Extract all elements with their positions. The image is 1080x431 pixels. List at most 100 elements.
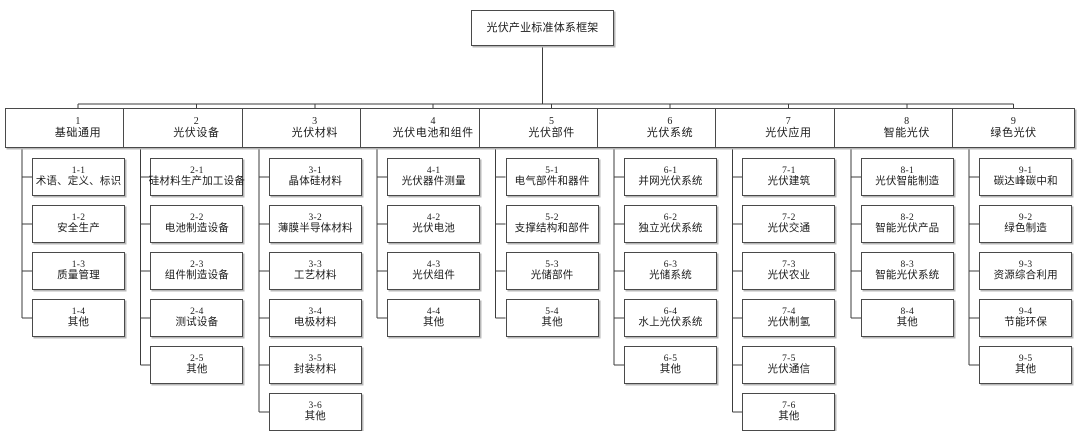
column-8-node-label: 智能光伏 bbox=[883, 127, 930, 140]
item-2-3-node-code: 2-3 bbox=[190, 259, 204, 270]
item-7-2-node-code: 7-2 bbox=[782, 212, 796, 223]
item-5-4-node-label: 其他 bbox=[541, 317, 563, 329]
item-9-4-node-label: 节能环保 bbox=[1004, 317, 1048, 329]
item-6-4-node-label: 水上光伏系统 bbox=[638, 317, 703, 329]
item-4-4-node-code: 4-4 bbox=[426, 306, 441, 317]
item-9-2-node-code: 9-2 bbox=[1018, 212, 1033, 223]
column-1-node-code: 1 bbox=[75, 115, 81, 127]
item-1-4-node-label: 其他 bbox=[67, 317, 90, 329]
column-1-node-label: 基础通用 bbox=[54, 127, 102, 140]
item-3-1-node-code: 3-1 bbox=[308, 165, 323, 176]
item-8-2-node-code: 8-2 bbox=[900, 212, 915, 223]
item-8-1-node-label: 光伏智能制造 bbox=[875, 176, 940, 188]
item-7-3-node-label: 光伏农业 bbox=[767, 270, 811, 282]
item-7-1-node-code: 7-1 bbox=[782, 165, 796, 176]
item-1-2-node-label: 安全生产 bbox=[57, 223, 100, 235]
item-6-3-node-label: 光储系统 bbox=[649, 270, 692, 282]
item-7-4-node-label: 光伏制氢 bbox=[767, 317, 811, 329]
column-4-node-code: 4 bbox=[430, 115, 436, 127]
item-7-1-node-label: 光伏建筑 bbox=[767, 176, 811, 188]
item-9-2-node-label: 绿色制造 bbox=[1004, 223, 1048, 235]
item-1-3-node-label: 质量管理 bbox=[57, 270, 100, 282]
item-2-1-node-label: 硅材料生产加工设备 bbox=[148, 176, 246, 188]
column-8-node-code: 8 bbox=[904, 115, 910, 127]
item-3-3-node-label: 工艺材料 bbox=[293, 270, 337, 282]
item-2-1-node-code: 2-1 bbox=[190, 165, 204, 176]
item-7-2-node-label: 光伏交通 bbox=[767, 223, 811, 235]
item-3-4-node-code: 3-4 bbox=[308, 306, 323, 317]
item-5-1-node-code: 5-1 bbox=[545, 165, 559, 176]
item-6-3-node-code: 6-3 bbox=[663, 259, 678, 270]
item-9-5-node-code: 9-5 bbox=[1018, 353, 1033, 364]
item-9-3-node-code: 9-3 bbox=[1018, 259, 1033, 270]
column-5-node-code: 5 bbox=[548, 115, 555, 127]
item-7-5-node-code: 7-5 bbox=[782, 353, 796, 364]
item-4-3-node-label: 光伏组件 bbox=[412, 270, 456, 282]
item-5-4-node-code: 5-4 bbox=[545, 306, 559, 317]
item-9-1-node-label: 碳达峰碳中和 bbox=[993, 176, 1058, 188]
item-1-4-node-code: 1-4 bbox=[71, 306, 86, 317]
column-5-node-label: 光伏部件 bbox=[528, 127, 575, 140]
item-1-2-node-code: 1-2 bbox=[71, 212, 86, 223]
column-7-node-label: 光伏应用 bbox=[765, 127, 812, 140]
item-7-6-node-code: 7-6 bbox=[782, 400, 796, 411]
root-node[interactable]: 光伏产业标准体系框架 bbox=[471, 10, 614, 46]
item-6-1-node-label: 并网光伏系统 bbox=[638, 176, 703, 188]
item-2-5-node-label: 其他 bbox=[186, 364, 208, 376]
item-2-2-node-code: 2-2 bbox=[190, 212, 204, 223]
column-3-node-code: 3 bbox=[312, 115, 318, 127]
item-3-1-node-label: 晶体硅材料 bbox=[288, 176, 343, 188]
item-4-1-node-label: 光伏器件测量 bbox=[401, 176, 466, 188]
item-3-6-node-code: 3-6 bbox=[308, 400, 323, 411]
column-3-node-label: 光伏材料 bbox=[291, 127, 338, 140]
column-2-node-code: 2 bbox=[193, 115, 200, 127]
item-7-5-node-label: 光伏通信 bbox=[767, 364, 811, 376]
item-3-6-node-label: 其他 bbox=[304, 411, 326, 423]
